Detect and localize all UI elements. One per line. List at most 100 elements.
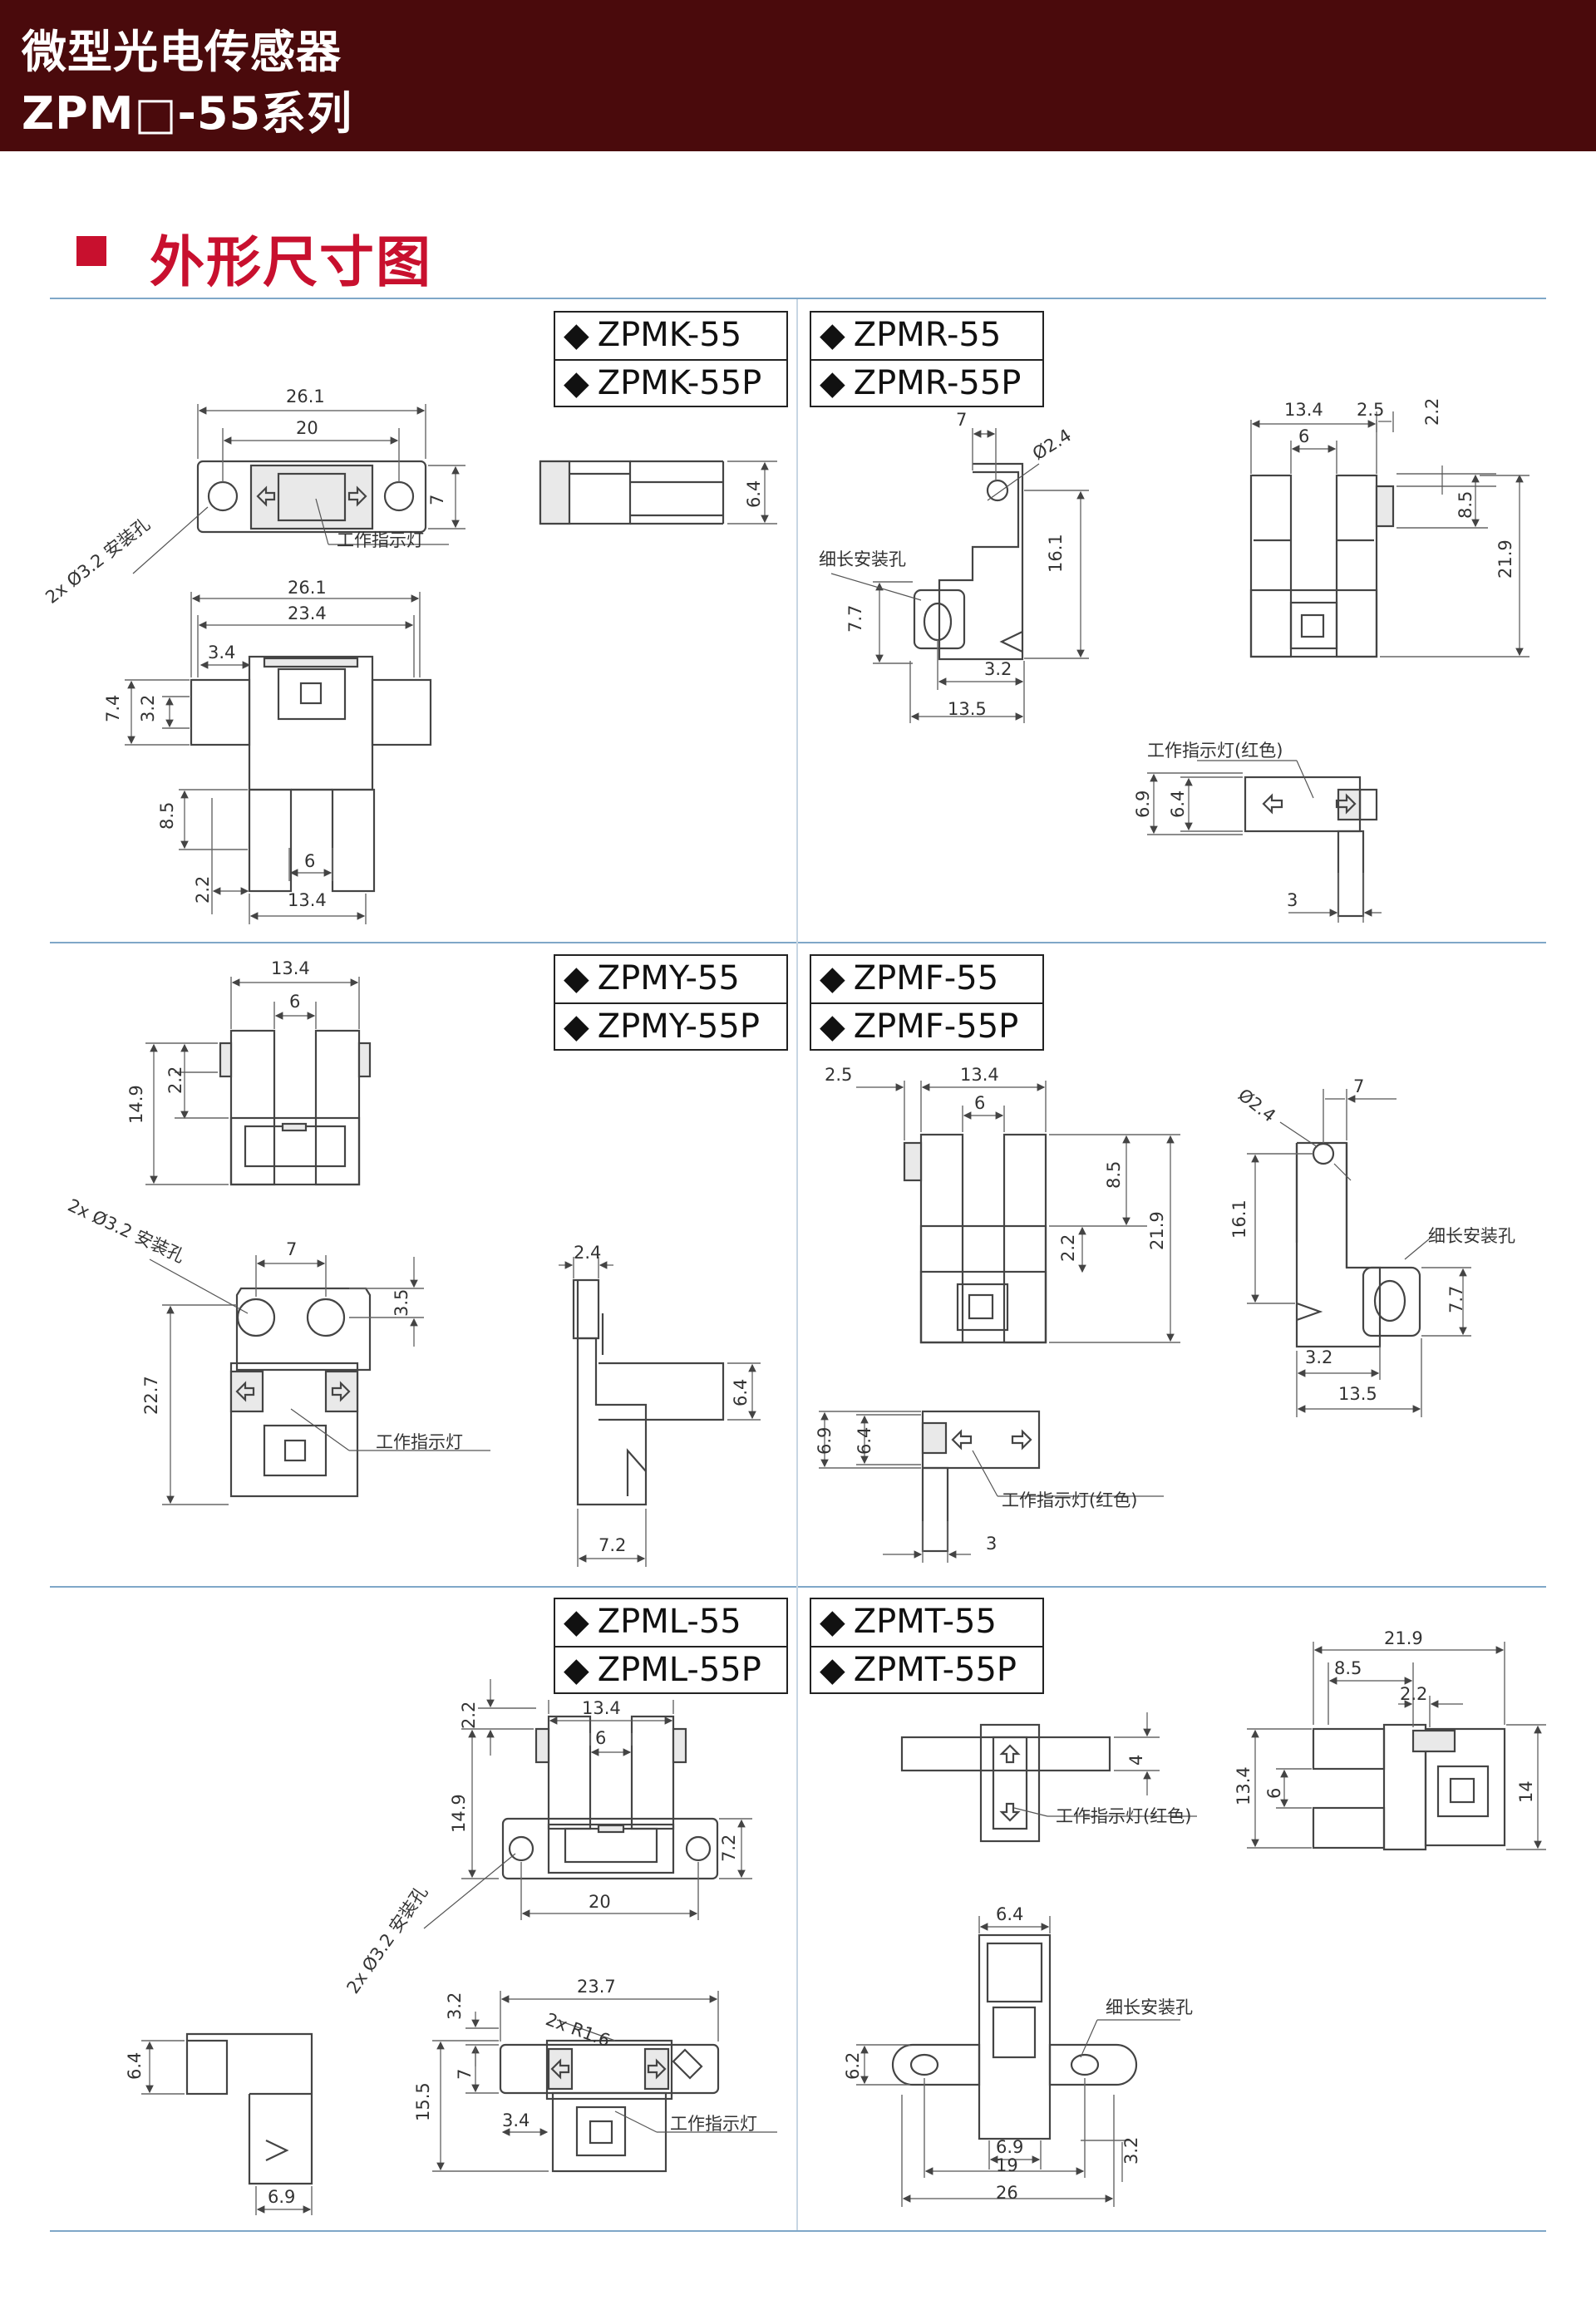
slot-hole-label: 细长安装孔 <box>1106 1997 1193 2017</box>
indicator-red-label: 工作指示灯(红色) <box>1002 1490 1137 1510</box>
diamond-icon: ◆ <box>820 1651 845 1689</box>
dim-label: 13.5 <box>1338 1384 1377 1404</box>
grid-line-top <box>50 298 1546 299</box>
dim-label: 20 <box>589 1892 611 1912</box>
dim-label: 13.4 <box>582 1698 621 1718</box>
dim-label: 8.5 <box>1456 491 1475 519</box>
dim-label: 4 <box>1126 1755 1146 1766</box>
dim-label: 3.2 <box>984 659 1012 679</box>
dim-label: 3.2 <box>1305 1347 1332 1367</box>
dim-label: 13.5 <box>948 699 987 719</box>
dim-label: 6 <box>1298 426 1309 446</box>
model-box-zpmk: ◆ZPMK-55 ◆ZPMK-55P <box>554 311 788 407</box>
dim-label: 2.2 <box>193 876 213 904</box>
dim-label: 3.5 <box>392 1289 411 1317</box>
diamond-icon: ◆ <box>564 1603 589 1641</box>
dim-label: 6 <box>304 851 315 871</box>
model-box-zpmr: ◆ZPMR-55 ◆ZPMR-55P <box>810 311 1044 407</box>
diamond-icon: ◆ <box>820 316 845 354</box>
model-name: ZPMR-55 <box>853 316 1002 354</box>
mount-hole-label: 2x Ø3.2 安装孔 <box>65 1195 188 1267</box>
header-title: 微型光电传感器 <box>22 26 342 78</box>
dim-label: 6.2 <box>843 2052 863 2080</box>
dim-label: 21.9 <box>1384 1628 1423 1648</box>
grid-line-row2 <box>50 1586 1546 1588</box>
model-box-zpmf: ◆ZPMF-55 ◆ZPMF-55P <box>810 954 1044 1051</box>
dim-label: 6.9 <box>815 1427 835 1455</box>
dim-label: 3.4 <box>208 643 235 662</box>
grid-line-center <box>796 299 798 2230</box>
dim-label: 3.2 <box>1121 2137 1141 2165</box>
diamond-icon: ◆ <box>564 316 589 354</box>
dim-label: 7.2 <box>598 1535 626 1555</box>
dim-label: 6 <box>595 1728 606 1748</box>
dim-label: 2.2 <box>165 1066 185 1094</box>
dim-label: 6.9 <box>996 2137 1023 2157</box>
dim-label: 21.9 <box>1495 539 1515 579</box>
indicator-label: 工作指示灯 <box>670 2114 757 2134</box>
diamond-icon: ◆ <box>820 1007 845 1046</box>
diamond-icon: ◆ <box>564 364 589 402</box>
slot-hole-label: 细长安装孔 <box>1428 1226 1515 1246</box>
dim-label: 21.9 <box>1147 1211 1167 1250</box>
model-name: ZPMF-55 <box>853 959 999 997</box>
dim-label: 6.9 <box>268 2187 295 2207</box>
dim-label: 2.5 <box>825 1065 852 1085</box>
model-name: ZPMT-55P <box>853 1651 1017 1689</box>
model-name: ZPMY-55P <box>597 1007 760 1046</box>
section-marker <box>76 236 106 266</box>
header-series: ZPM□-55系列 <box>22 87 353 140</box>
dim-label: 16.1 <box>1046 534 1066 573</box>
diamond-icon: ◆ <box>820 1603 845 1641</box>
phi-label: Ø2.4 <box>1234 1085 1279 1126</box>
dim-label: 6.4 <box>731 1379 751 1406</box>
zpmr-drawing: 7 Ø2.4 16.1 细长安装孔 7.7 3.2 13.5 13.4 2.5 … <box>819 398 1530 923</box>
zpmf-drawing: 2.5 13.4 6 8.5 2.2 21.9 6.9 6.4 工作指示灯(红色… <box>815 1065 1515 1563</box>
diamond-icon: ◆ <box>820 959 845 997</box>
dim-label: 6 <box>974 1093 985 1113</box>
dim-label: 2.2 <box>1400 1684 1427 1704</box>
diamond-icon: ◆ <box>820 364 845 402</box>
dim-label: 26 <box>996 2183 1018 2203</box>
model-name: ZPMF-55P <box>853 1007 1019 1046</box>
model-name: ZPML-55P <box>597 1651 761 1689</box>
diamond-icon: ◆ <box>564 1007 589 1046</box>
dim-label: 13.4 <box>271 958 310 978</box>
section-title: 外形尺寸图 <box>150 230 432 294</box>
phi-label: Ø2.4 <box>1029 425 1075 464</box>
dim-label: 2.5 <box>1357 400 1384 420</box>
zpmt-drawing: 4 工作指示灯(红色) 21.9 8.5 2.2 13.4 6 14 <box>843 1628 1546 2207</box>
dim-label: 7.2 <box>719 1835 739 1862</box>
diamond-icon: ◆ <box>564 959 589 997</box>
mount-hole-label: 2x Ø3.2 安装孔 <box>342 1883 431 1997</box>
diamond-icon: ◆ <box>564 1651 589 1689</box>
dim-label: 7 <box>1353 1076 1364 1096</box>
dim-label: 6.4 <box>744 480 764 508</box>
dim-label: 2.4 <box>574 1243 601 1263</box>
dim-label: 7.4 <box>103 695 123 722</box>
mount-hole-label: 2x Ø3.2 安装孔 <box>42 514 154 608</box>
dim-label: 13.4 <box>960 1065 999 1085</box>
zpmk-drawing: 26.1 20 7 工作指示灯 2x Ø3.2 安装孔 6.4 <box>42 387 777 924</box>
dim-label: 6.4 <box>855 1427 874 1455</box>
page-header: 微型光电传感器 ZPM□-55系列 <box>0 0 1596 151</box>
dim-label: 7.7 <box>1446 1286 1466 1313</box>
dim-label: 19 <box>996 2155 1018 2175</box>
dim-label: 3.2 <box>138 695 158 722</box>
dim-label: 3.4 <box>502 2110 530 2130</box>
dim-label: 26.1 <box>288 578 327 598</box>
model-box-zpmy: ◆ZPMY-55 ◆ZPMY-55P <box>554 954 788 1051</box>
dim-label: 6 <box>289 992 300 1012</box>
model-name: ZPML-55 <box>597 1603 741 1641</box>
dim-label: 8.5 <box>157 802 177 830</box>
dim-label: 6.4 <box>996 1904 1023 1924</box>
dim-label: 2.2 <box>1422 398 1442 426</box>
model-name: ZPMR-55P <box>853 364 1022 402</box>
dim-label: 8.5 <box>1104 1161 1124 1189</box>
model-name: ZPMK-55P <box>597 364 762 402</box>
dim-label: 23.4 <box>288 603 327 623</box>
model-box-zpmt: ◆ZPMT-55 ◆ZPMT-55P <box>810 1598 1044 1694</box>
model-name: ZPMK-55 <box>597 316 742 354</box>
indicator-red-label: 工作指示灯(红色) <box>1147 741 1283 761</box>
